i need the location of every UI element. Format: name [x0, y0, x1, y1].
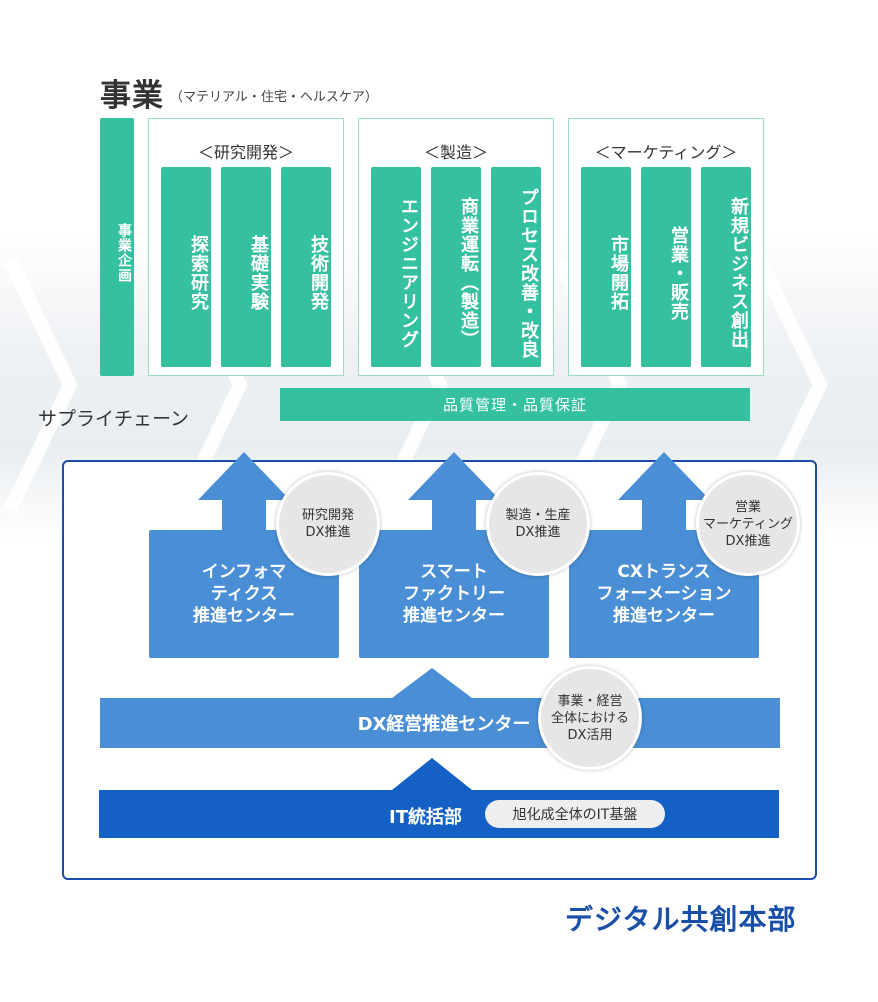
- dx-management-center: DX経営推進センター: [100, 698, 780, 748]
- quality-bar: 品質管理・品質保証: [280, 388, 750, 421]
- business-title: 事業: [100, 78, 164, 114]
- business-subtitle: （マテリアル・住宅・ヘルスケア）: [170, 90, 378, 105]
- manufacturing-item-3: プロセス改善・改良: [491, 167, 541, 367]
- supply-chain-label: サプライチェーン: [38, 408, 190, 430]
- rnd-item-1: 探索研究: [161, 167, 211, 367]
- it-department-bar: IT統括部 旭化成全体のIT基盤: [99, 790, 779, 838]
- panel-marketing: ＜マーケティング＞ 市場開拓 営業・販売 新規ビジネス創出: [568, 118, 764, 376]
- badge-dx-management: 事業・経営 全体における DX活用: [538, 666, 642, 770]
- badge-rnd-dx: 研究開発 DX推進: [276, 472, 380, 576]
- badge-manufacturing-dx: 製造・生産 DX推進: [486, 472, 590, 576]
- manufacturing-item-1: エンジニアリング: [371, 167, 421, 367]
- marketing-item-3: 新規ビジネス創出: [701, 167, 751, 367]
- arrow-up-smart-factory: [408, 452, 500, 535]
- panel-marketing-header: ＜マーケティング＞: [594, 143, 738, 162]
- it-foundation-pill: 旭化成全体のIT基盤: [485, 800, 665, 828]
- rnd-item-3: 技術開発: [281, 167, 331, 367]
- arrow-up-cx: [618, 452, 710, 535]
- badge-marketing-dx: 営業 マーケティング DX推進: [696, 472, 800, 576]
- manufacturing-item-2: 商業運転（製造）: [431, 167, 481, 367]
- business-planning-column: 事業企画: [100, 118, 134, 376]
- department-name: デジタル共創本部: [565, 903, 797, 936]
- panel-manufacturing: ＜製造＞ エンジニアリング 商業運転（製造） プロセス改善・改良: [358, 118, 554, 376]
- arrow-up-informatics: [198, 452, 290, 535]
- arrow-up-dx-management: [392, 668, 472, 698]
- marketing-item-2: 営業・販売: [641, 167, 691, 367]
- it-department-label: IT統括部: [389, 807, 462, 828]
- marketing-item-1: 市場開拓: [581, 167, 631, 367]
- panel-rnd-header: ＜研究開発＞: [197, 143, 294, 162]
- rnd-item-2: 基礎実験: [221, 167, 271, 367]
- panel-manufacturing-header: ＜製造＞: [423, 143, 488, 162]
- arrow-up-it: [392, 758, 472, 790]
- panel-rnd: ＜研究開発＞ 探索研究 基礎実験 技術開発: [148, 118, 344, 376]
